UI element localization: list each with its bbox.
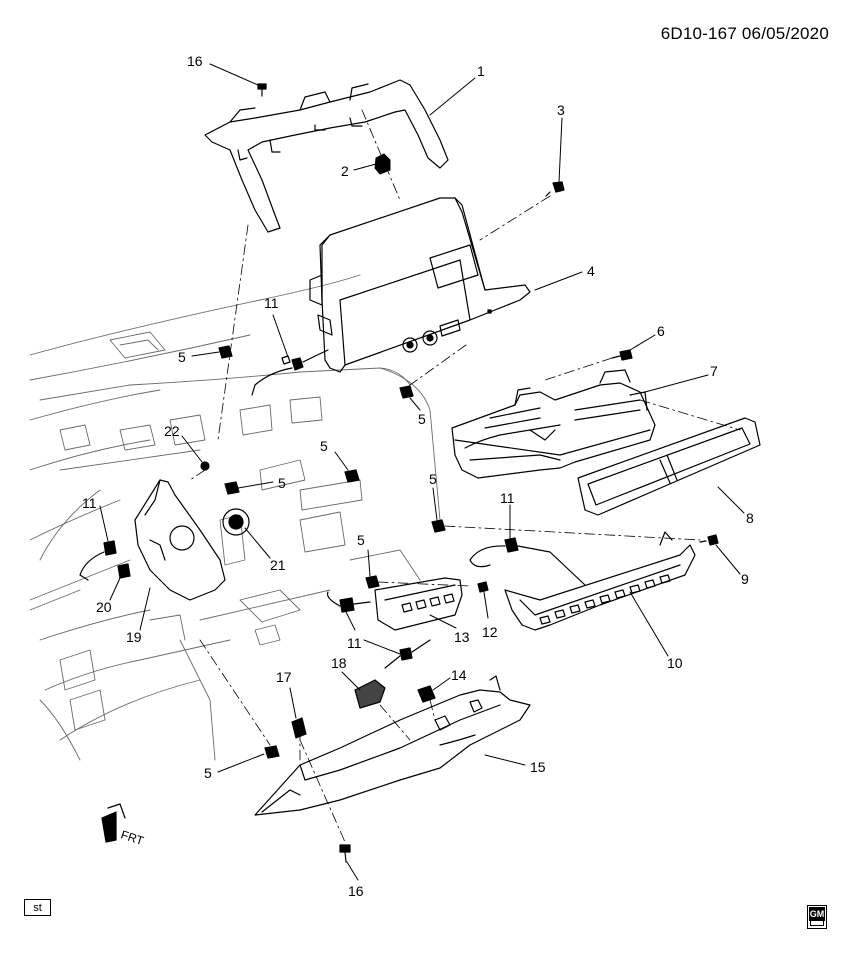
callout-5-e: 5: [429, 471, 437, 487]
callout-22: 22: [164, 423, 180, 439]
part-14-clip: [417, 685, 436, 703]
callout-4: 4: [587, 263, 595, 279]
part-18-bracket: [354, 679, 386, 709]
callout-19: 19: [126, 629, 142, 645]
instrument-panel-background: [29, 274, 441, 761]
st-badge: st: [24, 899, 51, 916]
front-indicator-label: FRT: [119, 828, 146, 849]
part-4-display-module: [309, 197, 531, 373]
part-12-screw: [477, 581, 489, 593]
callout-3: 3: [557, 102, 565, 118]
gm-logo: GM: [807, 905, 827, 929]
part-5-clips: [218, 345, 446, 759]
part-3-screw: [545, 181, 565, 197]
part-16-screw-bottom: [339, 844, 351, 863]
gm-logo-text: GM: [809, 907, 825, 921]
callout-16-top: 16: [187, 53, 203, 69]
part-6-screw: [611, 349, 633, 361]
part-11-harness-middle: [326, 591, 371, 613]
callout-13: 13: [454, 629, 470, 645]
gm-logo-bar: [810, 920, 824, 926]
callout-1: 1: [477, 63, 485, 79]
callout-11-middle: 11: [347, 635, 362, 651]
callout-18: 18: [331, 655, 347, 671]
part-9-screw: [699, 534, 719, 546]
callout-14: 14: [451, 667, 467, 683]
callout-2: 2: [341, 163, 349, 179]
front-arrow-icon: [101, 803, 126, 843]
callout-5-c: 5: [320, 438, 328, 454]
callout-9: 9: [741, 571, 749, 587]
part-11-harness-left: [79, 540, 117, 581]
part-13-switch-assembly: [374, 577, 463, 631]
callout-17: 17: [276, 669, 292, 685]
callout-11-left: 11: [82, 495, 97, 511]
part-8-vent-bezel: [577, 417, 761, 516]
part-2-clip: [374, 153, 391, 175]
leader-lines: [99, 63, 745, 881]
callout-15: 15: [530, 759, 546, 775]
part-7-air-vent: [451, 369, 656, 479]
callout-11-right: 11: [500, 490, 515, 506]
part-22-bolt: [200, 461, 210, 471]
callout-7: 7: [710, 363, 718, 379]
callout-20: 20: [96, 599, 112, 615]
callout-10: 10: [667, 655, 683, 671]
callout-11-upper: 11: [264, 295, 279, 311]
diagram-code: 6D10-167 06/05/2020: [660, 24, 829, 43]
callout-21: 21: [270, 557, 286, 573]
part-11-harness-upper: [251, 349, 329, 396]
part-16-screw-top: [257, 83, 267, 97]
callout-16-bottom: 16: [348, 883, 364, 899]
part-11-harness-lower: [384, 639, 431, 669]
callout-12: 12: [482, 624, 498, 640]
part-15-lower-console-trim: [254, 675, 531, 816]
callout-5-g: 5: [204, 765, 212, 781]
part-20-switch: [117, 563, 131, 579]
part-11-harness-right: [469, 537, 586, 586]
part-17-clip: [291, 717, 307, 739]
part-10-control-panel: [504, 531, 696, 631]
callout-5-f: 5: [357, 532, 365, 548]
part-21-ignition-switch: [222, 508, 250, 536]
callout-6: 6: [657, 323, 665, 339]
callout-5-b: 5: [418, 411, 426, 427]
part-19-side-panel: [134, 479, 226, 601]
callout-5-a: 5: [178, 349, 186, 365]
part-1-upper-trim-bezel: [204, 79, 449, 233]
callout-5-d: 5: [278, 475, 286, 491]
callout-8: 8: [746, 510, 754, 526]
alignment-lines: [189, 109, 741, 843]
